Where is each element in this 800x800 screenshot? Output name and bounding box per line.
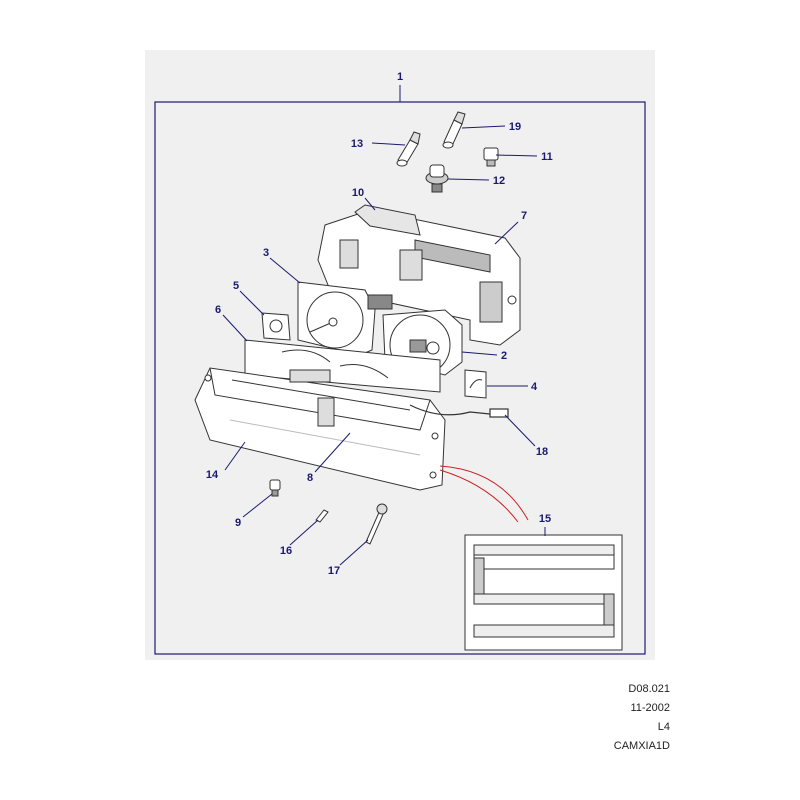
callout-5: 5 bbox=[233, 280, 239, 292]
drawing-info: D08.021 11-2002 L4 CAMXIA1D bbox=[614, 680, 670, 756]
callout-labels: 1 13 19 11 12 10 7 3 5 6 2 4 18 14 8 9 1… bbox=[206, 71, 553, 577]
gauge-4 bbox=[464, 369, 487, 399]
callout-15: 15 bbox=[539, 513, 551, 525]
drawing-date: 11-2002 bbox=[630, 702, 670, 714]
highlight-line-a bbox=[439, 469, 519, 523]
tachometer-3 bbox=[297, 281, 393, 356]
callout-2: 2 bbox=[501, 350, 507, 362]
bulb-holder-13 bbox=[396, 131, 421, 167]
callout-6: 6 bbox=[215, 304, 221, 316]
callout-13: 13 bbox=[351, 138, 363, 150]
front-housing-14 bbox=[194, 367, 446, 491]
drawing-number: D08.021 bbox=[628, 683, 670, 695]
callout-9: 9 bbox=[235, 517, 241, 529]
callout-4: 4 bbox=[531, 381, 538, 393]
callout-14: 14 bbox=[206, 469, 219, 481]
model-code: L4 bbox=[657, 721, 670, 733]
callout-19: 19 bbox=[509, 121, 521, 133]
bulb-holder-12 bbox=[425, 164, 449, 193]
bulb-holder-11 bbox=[483, 147, 499, 167]
gauge-5 bbox=[261, 312, 291, 341]
screw-17 bbox=[365, 503, 388, 545]
callout-1: 1 bbox=[397, 71, 403, 83]
highlight-line-b bbox=[439, 465, 529, 521]
leader-lines bbox=[222, 85, 546, 566]
callout-7: 7 bbox=[521, 210, 527, 222]
callout-12: 12 bbox=[493, 175, 505, 187]
bulb-9 bbox=[269, 479, 281, 497]
wiring-lead-18 bbox=[409, 404, 509, 418]
callout-16: 16 bbox=[280, 545, 292, 557]
callout-11: 11 bbox=[541, 151, 553, 163]
image-code: CAMXIA1D bbox=[613, 740, 670, 752]
callout-17: 17 bbox=[328, 565, 340, 577]
callout-10: 10 bbox=[352, 187, 364, 199]
bulb-holder-19 bbox=[442, 111, 466, 149]
callout-3: 3 bbox=[263, 247, 269, 259]
callout-8: 8 bbox=[307, 472, 313, 484]
rear-housing-7 bbox=[317, 204, 521, 346]
inset-15 bbox=[464, 534, 623, 651]
connector-16 bbox=[315, 509, 329, 523]
callout-18: 18 bbox=[536, 446, 548, 458]
